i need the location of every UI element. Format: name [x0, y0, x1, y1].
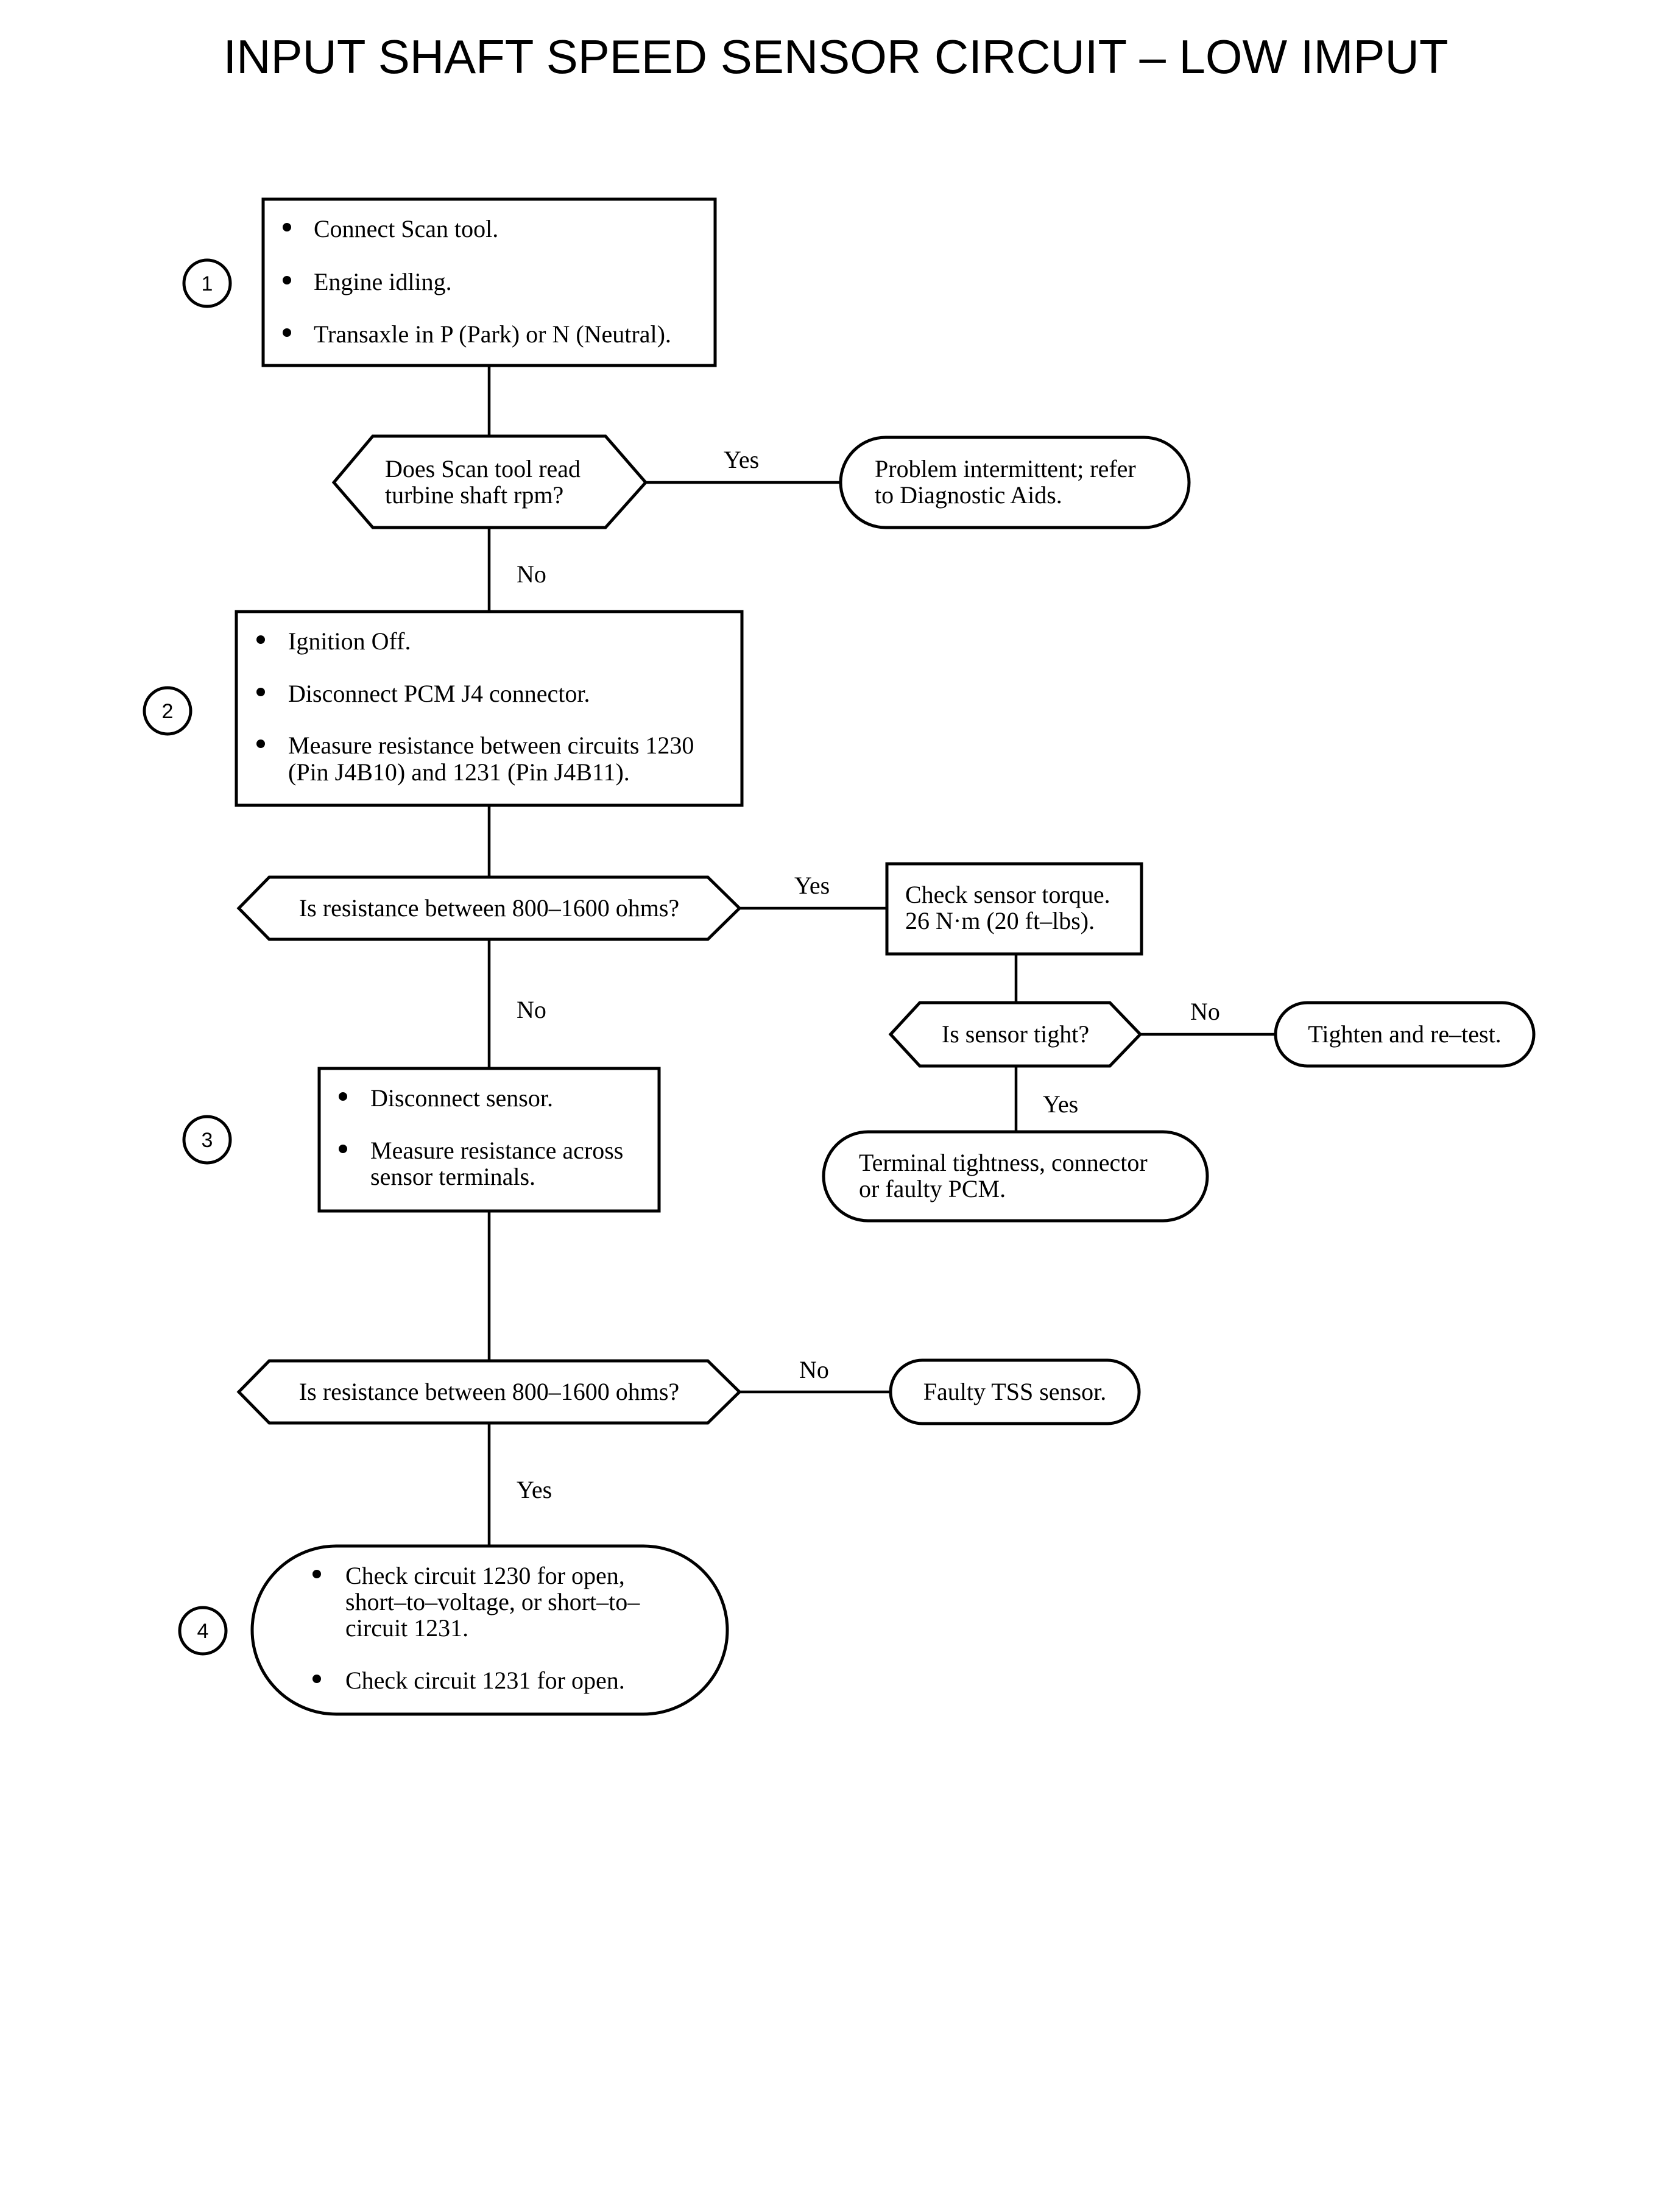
step2-item: (Pin J4B10) and 1231 (Pin J4B11). [288, 758, 630, 786]
step2-item: Disconnect PCM J4 connector. [288, 680, 590, 707]
result-faulty-sensor: Faulty TSS sensor. [889, 1358, 1141, 1425]
bullet [339, 1145, 347, 1153]
result-retest: Tighten and re–test. [1274, 1001, 1536, 1068]
torque-frame [885, 862, 1143, 956]
terminal-text: Tighten and re–test. [1308, 1020, 1501, 1048]
step3-box: Disconnect sensor. Measure resistance ac… [317, 1067, 661, 1213]
step-circle [182, 258, 232, 308]
step-badge-2: 2 [143, 686, 192, 736]
step1-item: Engine idling. [314, 268, 452, 295]
step1-item: Transaxle in P (Park) or N (Neutral). [314, 320, 671, 348]
decision-sensor-tight: Is sensor tight? [888, 1001, 1143, 1068]
step2-item: Measure resistance between circuits 1230 [288, 732, 694, 759]
branch-label-yes: Yes [724, 446, 759, 473]
bullet [312, 1675, 321, 1683]
terminal-text: Problem intermittent; refer [875, 455, 1136, 482]
step-number: 1 [202, 272, 213, 295]
step-badge-4: 4 [178, 1606, 228, 1656]
terminal-text: Faulty TSS sensor. [923, 1378, 1106, 1405]
step4-frame [250, 1544, 729, 1716]
step4-box: Check circuit 1230 for open, short–to–vo… [250, 1544, 729, 1716]
decision-text: Is resistance between 800–1600 ohms? [299, 894, 679, 922]
step3-item: sensor terminals. [370, 1163, 535, 1190]
connector-lines [487, 365, 1276, 1546]
result-intermittent: Problem intermittent; refer to Diagnosti… [839, 436, 1191, 529]
decision-resistance-1: Is resistance between 800–1600 ohms? [236, 875, 742, 941]
step4-item: Check circuit 1230 for open, [345, 1562, 625, 1589]
page-title: INPUT SHAFT SPEED SENSOR CIRCUIT – LOW I… [224, 30, 1449, 83]
step3-frame [317, 1067, 661, 1213]
step2-box: Ignition Off. Disconnect PCM J4 connecto… [235, 610, 744, 807]
branch-label-no: No [1190, 998, 1220, 1025]
step1-frame [261, 197, 717, 367]
decision-text: Does Scan tool read [385, 455, 581, 482]
decision-shape [236, 1359, 742, 1425]
decision-shape [888, 1001, 1143, 1068]
terminal-text: to Diagnostic Aids. [875, 481, 1062, 509]
step-circle [182, 1115, 232, 1165]
decision-text: Is resistance between 800–1600 ohms? [299, 1378, 679, 1405]
step4-item: short–to–voltage, or short–to– [345, 1588, 640, 1615]
step-badge-1: 1 [182, 258, 232, 308]
step3-item: Disconnect sensor. [370, 1084, 553, 1112]
step3-item: Measure resistance across [370, 1137, 623, 1164]
bullet [283, 223, 291, 231]
branch-label-yes: Yes [517, 1476, 552, 1503]
terminal-text: or faulty PCM. [859, 1175, 1006, 1202]
bullet [256, 635, 265, 644]
torque-text: Check sensor torque. [905, 881, 1110, 908]
bullet [283, 328, 291, 337]
decision-resistance-2: Is resistance between 800–1600 ohms? [236, 1359, 742, 1425]
decision-text: turbine shaft rpm? [385, 481, 563, 509]
bullet [312, 1570, 321, 1578]
terminal-text: Terminal tightness, connector [859, 1149, 1148, 1176]
bullet [339, 1092, 347, 1101]
step-number: 4 [197, 1620, 209, 1643]
step-badge-3: 3 [182, 1115, 232, 1165]
step2-frame [235, 610, 744, 807]
step4-item: Check circuit 1231 for open. [345, 1667, 625, 1694]
terminal-shape [822, 1130, 1209, 1223]
terminal-shape [1274, 1001, 1536, 1068]
decision-shape [236, 875, 742, 941]
branch-label-yes: Yes [794, 872, 830, 899]
step4-item: circuit 1231. [345, 1614, 468, 1642]
bullet [256, 740, 265, 748]
step1-item: Connect Scan tool. [314, 215, 498, 242]
branch-label-no: No [517, 560, 546, 588]
decision-scan-tool-rpm: Does Scan tool read turbine shaft rpm? [331, 434, 648, 529]
step-circle [143, 686, 192, 736]
step-check-torque: Check sensor torque. 26 N·m (20 ft–lbs). [885, 862, 1143, 956]
bullet [283, 276, 291, 284]
branch-label-yes: Yes [1043, 1090, 1078, 1118]
bullet [256, 688, 265, 696]
terminal-shape [839, 436, 1191, 529]
step-number: 3 [202, 1129, 213, 1152]
step-number: 2 [162, 700, 174, 723]
step1-box: Connect Scan tool. Engine idling. Transa… [261, 197, 717, 367]
result-terminal-tightness: Terminal tightness, connector or faulty … [822, 1130, 1209, 1223]
branch-label-no: No [517, 996, 546, 1023]
decision-text: Is sensor tight? [942, 1020, 1089, 1048]
step-circle [178, 1606, 228, 1656]
branch-label-no: No [799, 1356, 829, 1383]
torque-text: 26 N·m (20 ft–lbs). [905, 907, 1095, 934]
decision-shape [331, 434, 648, 529]
terminal-shape [889, 1358, 1141, 1425]
step2-item: Ignition Off. [288, 627, 411, 655]
